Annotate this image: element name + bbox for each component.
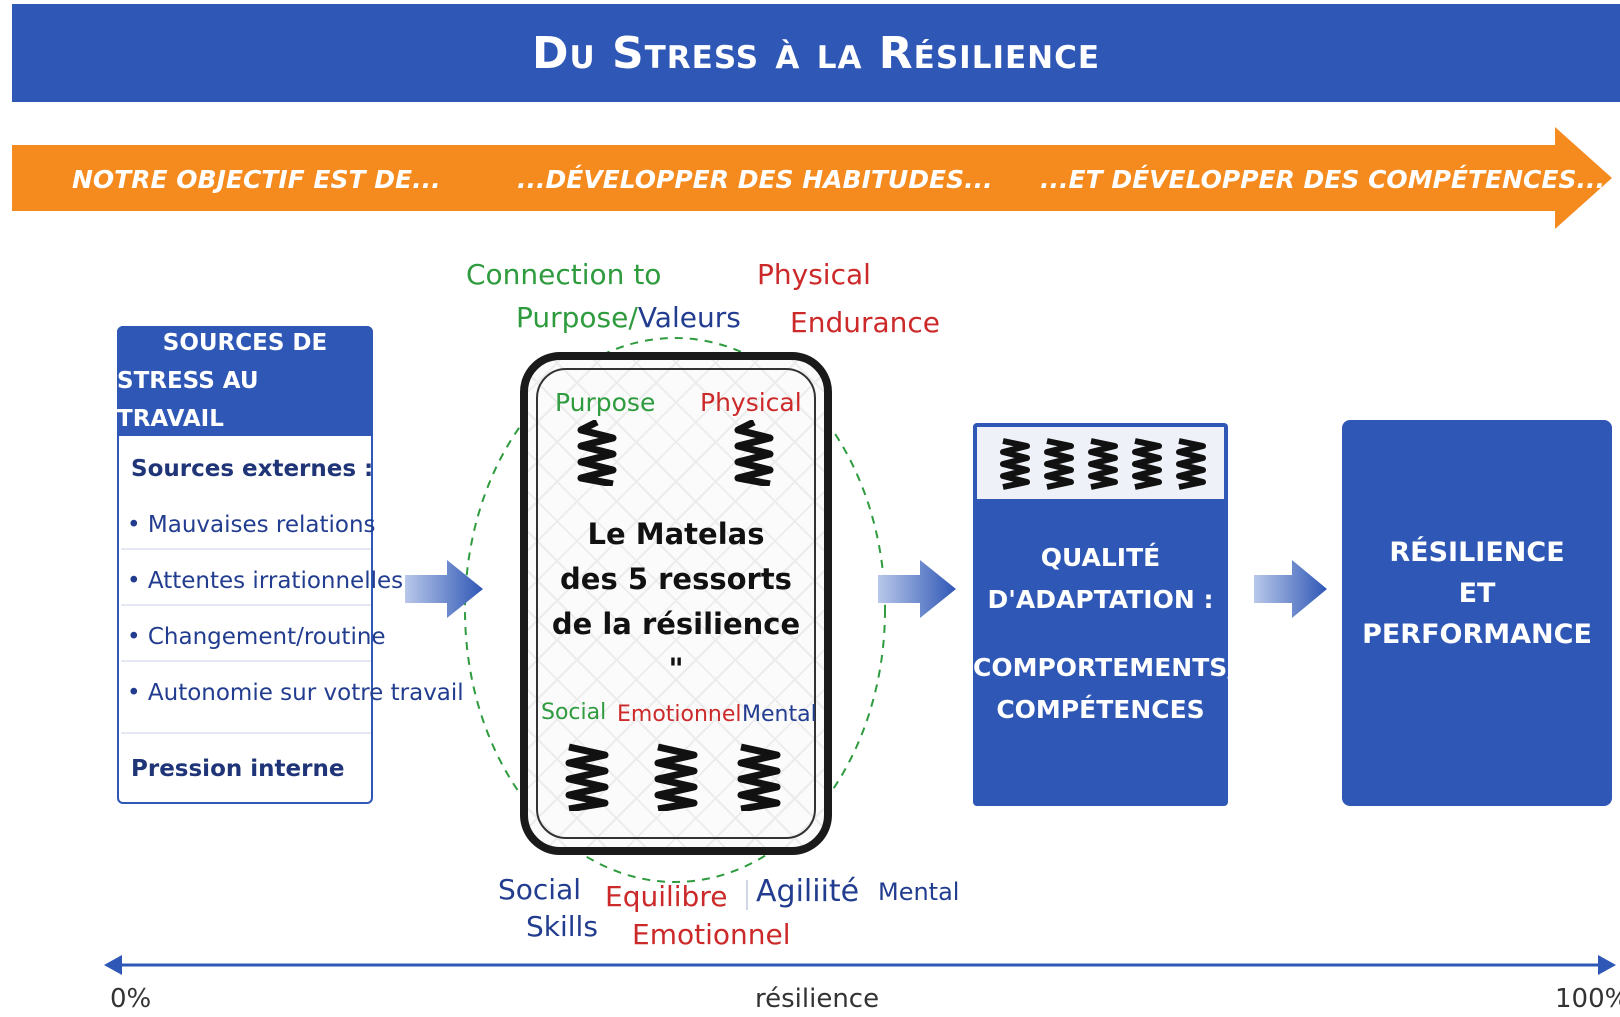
arrow-right-icon — [1254, 560, 1327, 618]
label-agilite: Agiliité — [756, 874, 860, 909]
spring-label-social: Social — [541, 700, 607, 725]
axis-max-label: 100% — [1555, 984, 1620, 1014]
spring-icon — [577, 420, 617, 486]
mattress-title-line-1: Le Matelas — [587, 517, 765, 551]
external-sources-label: Sources externes : — [131, 456, 374, 482]
label-endurance: Endurance — [790, 306, 940, 339]
result-line-1: RÉSILIENCE — [1389, 536, 1565, 568]
spring-icon — [565, 743, 609, 811]
arrow-right-icon — [405, 560, 483, 618]
spring-label-purpose: Purpose — [555, 388, 656, 417]
quality-line-2: D'ADAPTATION : — [987, 585, 1214, 614]
resilience-performance-box: RÉSILIENCE ET PERFORMANCE — [1342, 420, 1612, 806]
band-step-1: NOTRE OBJECTIF EST DE... — [72, 165, 441, 194]
mattress-title-line-3: de la résilience " — [551, 607, 801, 686]
divider — [121, 548, 371, 550]
mattress-border — [536, 368, 816, 839]
spring-icon — [734, 420, 774, 486]
mattress-title-line-2: des 5 ressorts — [560, 562, 792, 596]
label-purpose: Purpose/ — [516, 301, 638, 334]
stress-sources-header: SOURCES DE STRESS AU TRAVAIL — [117, 326, 373, 436]
adaptation-quality-box: QUALITÉ D'ADAPTATION : COMPORTEMENTS/ CO… — [973, 423, 1237, 806]
divider — [121, 660, 371, 662]
label-mental: Mental — [878, 878, 960, 906]
label-skills: Skills — [526, 910, 598, 943]
list-item: • Attentes irrationnelles — [127, 568, 404, 594]
label-emotionnel: Emotionnel — [632, 918, 791, 951]
page-title: Du Stress à la Résilience — [531, 27, 1101, 79]
springs-strip — [977, 427, 1224, 499]
stress-sources-box: SOURCES DE STRESS AU TRAVAIL Sources ext… — [117, 326, 464, 804]
label-connection-to: Connection to — [466, 258, 662, 291]
progression-arrow — [12, 127, 1612, 229]
divider — [121, 732, 371, 734]
band-step-3: ...ET DÉVELOPPER DES COMPÉTENCES... — [1040, 165, 1605, 194]
label-purpose-valeurs: Purpose/Valeurs — [516, 301, 741, 334]
list-item: • Autonomie sur votre travail — [127, 680, 464, 706]
quality-line-3: COMPORTEMENTS/ — [973, 653, 1237, 682]
label-valeurs: Valeurs — [637, 301, 741, 334]
result-line-2: ET — [1458, 577, 1496, 609]
label-physical: Physical — [757, 258, 871, 291]
divider — [746, 880, 748, 910]
stress-sources-title-2: STRESS AU TRAVAIL — [117, 368, 259, 432]
mattress-dashed-outline — [464, 337, 886, 883]
stress-sources-title-1: SOURCES DE — [162, 330, 328, 356]
list-item: • Mauvaises relations — [127, 512, 376, 538]
spring-label-mental: Mental — [742, 702, 817, 727]
spring-label-physical: Physical — [700, 388, 802, 417]
label-equilibre: Equilibre — [605, 880, 728, 913]
list-item: • Changement/routine — [127, 624, 386, 650]
result-line-3: PERFORMANCE — [1362, 618, 1592, 650]
springs-row-icon — [1000, 438, 1206, 490]
axis-center-label: résilience — [755, 984, 880, 1014]
mattress-title: Le Matelas des 5 ressorts de la résilien… — [540, 512, 812, 692]
internal-pressure-label: Pression interne — [131, 756, 345, 782]
spring-label-emotionnel: Emotionnel — [617, 702, 742, 727]
arrow-right-icon — [878, 560, 956, 618]
spring-icon — [654, 743, 698, 811]
resilience-axis — [104, 955, 1616, 975]
band-step-2: ...DÉVELOPPER DES HABITUDES... — [517, 165, 993, 194]
divider — [121, 604, 371, 606]
title-banner: Du Stress à la Résilience — [12, 4, 1620, 102]
label-social: Social — [498, 873, 582, 906]
quality-line-1: QUALITÉ — [1040, 543, 1161, 572]
spring-icon — [737, 743, 781, 811]
axis-min-label: 0% — [110, 984, 152, 1014]
quality-line-4: COMPÉTENCES — [996, 695, 1205, 724]
